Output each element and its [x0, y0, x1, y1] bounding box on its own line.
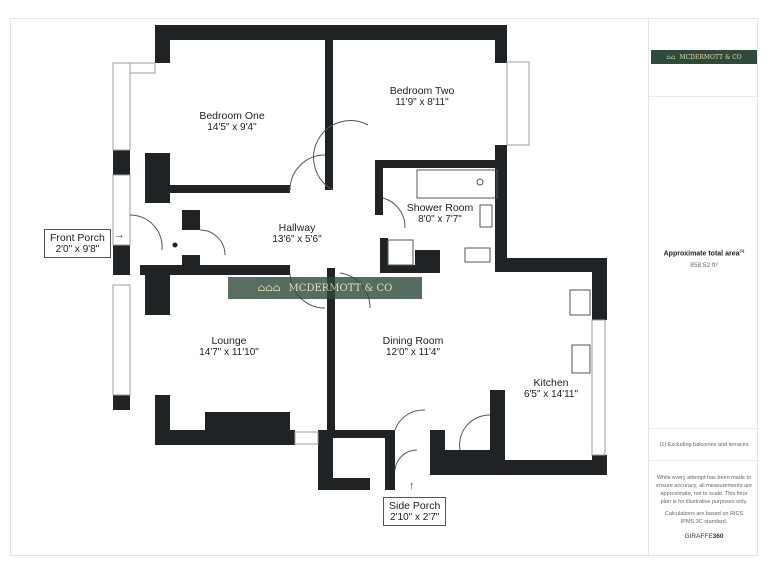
panel-logo: ⌂⌂MCDERMOTT & CO [651, 50, 757, 64]
plan-frame [10, 18, 758, 556]
windows [112, 61, 606, 456]
area-footnote: (1) Excluding balconies and terraces [659, 442, 749, 448]
arrow-up-icon: ↑ [409, 480, 415, 492]
info-panel: ⌂⌂MCDERMOTT & CO Approximate total area(… [648, 18, 759, 556]
calc-note: Calculations are based on RICS IPMS 3C s… [664, 511, 744, 525]
logo-roof-icon: ⌂⌂ [666, 53, 676, 61]
arrow-right-icon: → [114, 229, 125, 241]
disclaimer: While every attempt has been made to ens… [656, 475, 752, 505]
area-label: Approximate total area(1) [663, 248, 745, 258]
logo-roof-icon: ⌂⌂⌂ [257, 282, 281, 294]
area-value: 858.52 ft² [690, 262, 718, 269]
logo-watermark: ⌂⌂⌂MCDERMOTT & CO [228, 277, 422, 299]
giraffe360-brand: GIRAFFE360 [684, 533, 724, 540]
walls [113, 25, 607, 490]
